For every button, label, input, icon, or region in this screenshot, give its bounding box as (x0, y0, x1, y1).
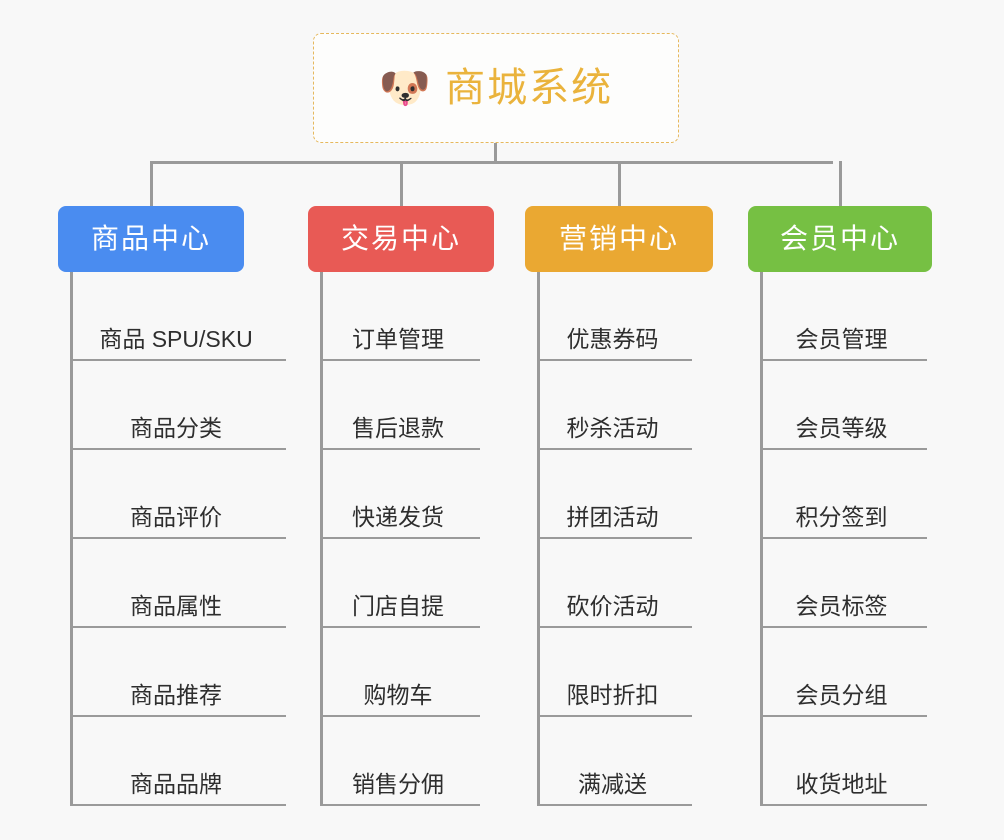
leaf-item[interactable]: 满减送 (537, 717, 692, 806)
leaf-item-label: 商品品牌 (130, 771, 222, 797)
category-label: 营销中心 (558, 223, 679, 254)
leaf-item-label: 售后退款 (352, 415, 444, 441)
leaf-item[interactable]: 优惠券码 (537, 272, 692, 361)
leaf-item[interactable]: 商品属性 (70, 539, 286, 628)
leaf-item[interactable]: 订单管理 (320, 272, 480, 361)
leaf-item[interactable]: 购物车 (320, 628, 480, 717)
leaf-list-trade-center: 订单管理售后退款快递发货门店自提购物车销售分佣 (308, 272, 494, 806)
category-box-product-center[interactable]: 商品中心 (58, 206, 244, 272)
leaf-item[interactable]: 限时折扣 (537, 628, 692, 717)
leaf-item[interactable]: 会员等级 (760, 361, 927, 450)
leaf-item[interactable]: 会员管理 (760, 272, 927, 361)
leaf-item-label: 砍价活动 (566, 593, 659, 619)
leaf-item-label: 满减送 (578, 771, 647, 797)
connector-drop-2 (400, 161, 403, 206)
leaf-item-label: 拼团活动 (566, 504, 659, 530)
leaf-item-label: 积分签到 (795, 504, 888, 530)
leaf-item[interactable]: 商品品牌 (70, 717, 286, 806)
connector-spine (70, 272, 73, 806)
leaf-item[interactable]: 收货地址 (760, 717, 927, 806)
leaf-item-label: 优惠券码 (566, 326, 659, 352)
leaf-item[interactable]: 砍价活动 (537, 539, 692, 628)
leaf-item[interactable]: 销售分佣 (320, 717, 480, 806)
root-node[interactable]: 🐶 商城系统 (313, 33, 679, 143)
connector-horizontal-bus (150, 161, 833, 164)
leaf-list-marketing-center: 优惠券码秒杀活动拼团活动砍价活动限时折扣满减送 (525, 272, 713, 806)
connector-drop-3 (618, 161, 621, 206)
root-title: 商城系统 (445, 66, 614, 110)
leaf-item-label: 秒杀活动 (566, 415, 659, 441)
category-box-trade-center[interactable]: 交易中心 (308, 206, 494, 272)
leaf-item-label: 商品评价 (130, 504, 222, 530)
connector-spine (320, 272, 323, 806)
leaf-item-label: 商品属性 (130, 593, 222, 619)
category-box-marketing-center[interactable]: 营销中心 (525, 206, 713, 272)
leaf-item[interactable]: 会员标签 (760, 539, 927, 628)
leaf-item-label: 订单管理 (352, 326, 444, 352)
leaf-item-label: 会员标签 (795, 593, 888, 619)
leaf-item-label: 购物车 (363, 682, 433, 708)
leaf-item[interactable]: 商品 SPU/SKU (70, 272, 286, 361)
leaf-item[interactable]: 快递发货 (320, 450, 480, 539)
leaf-item-label: 销售分佣 (352, 771, 444, 797)
leaf-item-label: 快递发货 (352, 504, 444, 530)
column-trade-center: 交易中心订单管理售后退款快递发货门店自提购物车销售分佣 (308, 206, 494, 806)
leaf-item-label: 门店自提 (352, 593, 444, 619)
connector-spine (760, 272, 763, 806)
leaf-item[interactable]: 商品分类 (70, 361, 286, 450)
leaf-item[interactable]: 商品推荐 (70, 628, 286, 717)
connector-drop-1 (150, 161, 153, 206)
category-label: 会员中心 (779, 223, 900, 254)
leaf-item[interactable]: 秒杀活动 (537, 361, 692, 450)
leaf-item[interactable]: 商品评价 (70, 450, 286, 539)
connector-spine (537, 272, 540, 806)
leaf-item-label: 会员分组 (795, 682, 888, 708)
leaf-item-label: 商品推荐 (130, 682, 222, 708)
column-product-center: 商品中心商品 SPU/SKU 商品分类商品评价商品属性商品推荐商品品牌 (58, 206, 286, 806)
column-marketing-center: 营销中心优惠券码秒杀活动拼团活动砍价活动限时折扣满减送 (525, 206, 713, 806)
connector-root-stem (494, 143, 497, 163)
leaf-item[interactable]: 售后退款 (320, 361, 480, 450)
leaf-list-product-center: 商品 SPU/SKU 商品分类商品评价商品属性商品推荐商品品牌 (58, 272, 286, 806)
leaf-list-member-center: 会员管理会员等级积分签到会员标签会员分组收货地址 (748, 272, 932, 806)
leaf-item[interactable]: 积分签到 (760, 450, 927, 539)
leaf-item-label: 商品 SPU/SKU (99, 326, 253, 352)
connector-drop-4 (839, 161, 842, 206)
leaf-item[interactable]: 拼团活动 (537, 450, 692, 539)
category-box-member-center[interactable]: 会员中心 (748, 206, 932, 272)
leaf-item[interactable]: 门店自提 (320, 539, 480, 628)
leaf-item-label: 会员等级 (795, 415, 888, 441)
leaf-item-label: 收货地址 (795, 771, 888, 797)
leaf-item[interactable]: 会员分组 (760, 628, 927, 717)
column-member-center: 会员中心会员管理会员等级积分签到会员标签会员分组收货地址 (748, 206, 932, 806)
leaf-item-label: 商品分类 (130, 415, 222, 441)
category-label: 交易中心 (340, 223, 461, 254)
category-label: 商品中心 (90, 223, 211, 254)
dog-face-icon: 🐶 (378, 64, 432, 111)
leaf-item-label: 会员管理 (795, 326, 888, 352)
leaf-item-label: 限时折扣 (566, 682, 659, 708)
